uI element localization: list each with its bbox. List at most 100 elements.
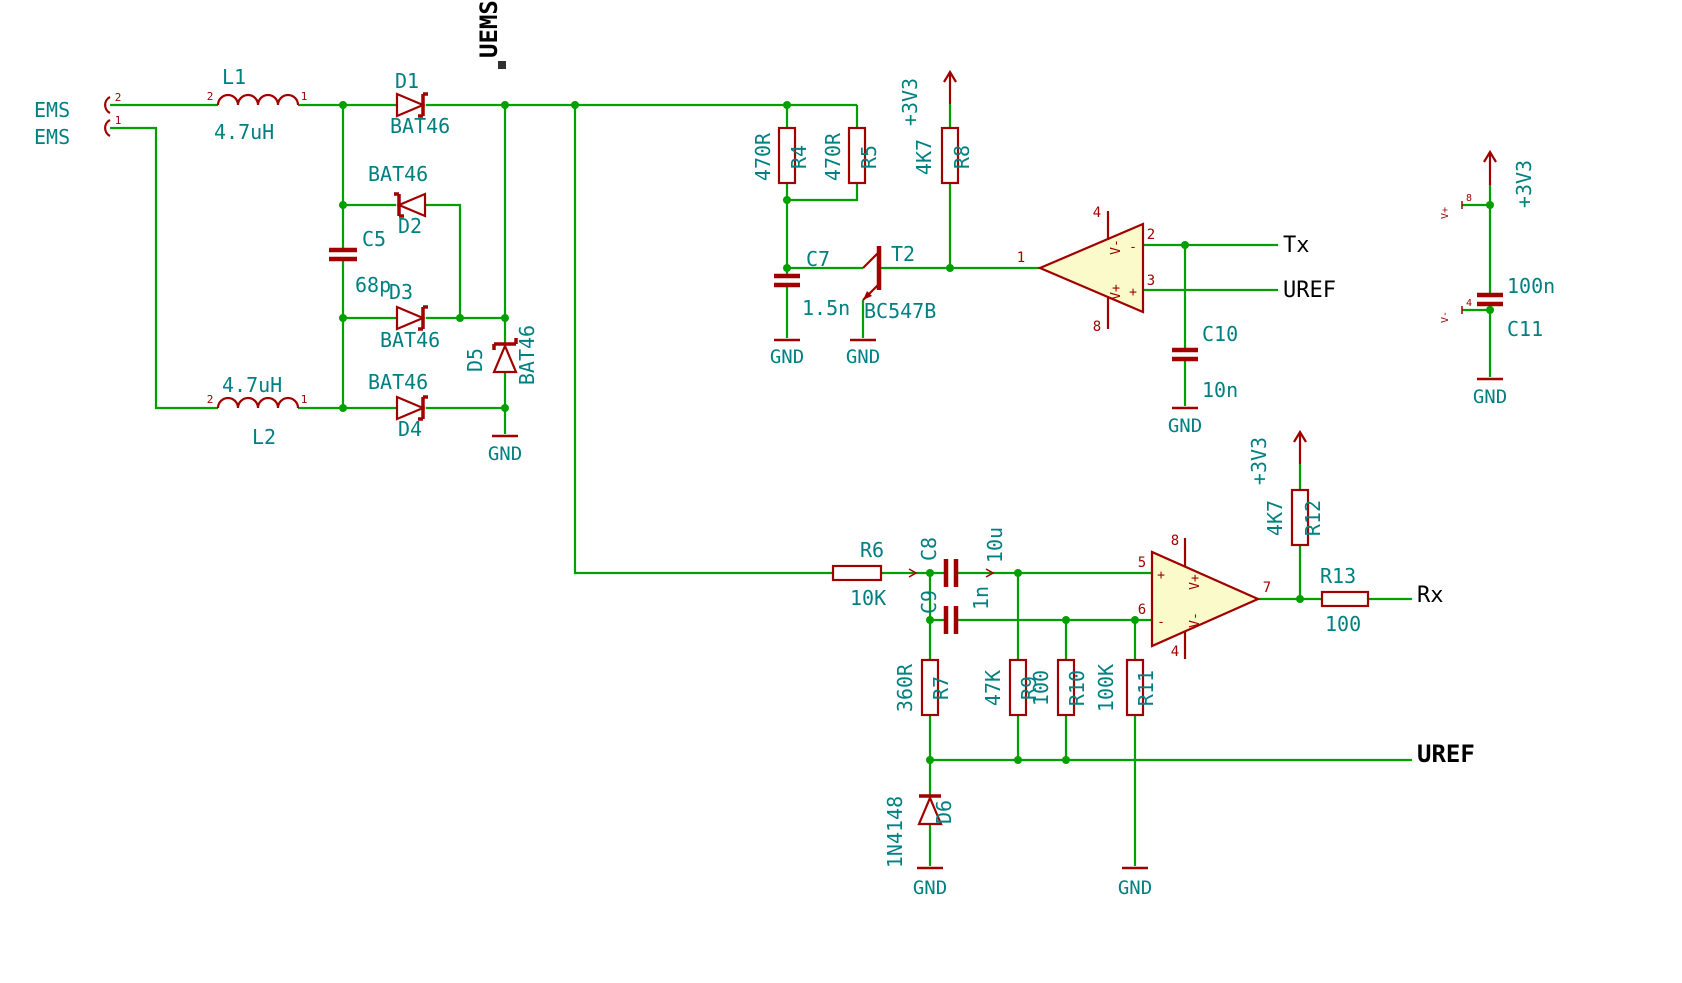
junction-dot	[1486, 201, 1494, 209]
r8-name-label: R8	[950, 145, 974, 169]
r12-name-label: R12	[1301, 500, 1325, 536]
c10-value-label: 10n	[1202, 378, 1238, 402]
d5-value-label: BAT46	[515, 325, 539, 385]
r9-name-label: R9	[1017, 676, 1041, 700]
r6-name-label: R6	[860, 538, 884, 562]
junction-dot	[1062, 616, 1070, 624]
opamp-b-vplus-label: V+	[1188, 574, 1203, 590]
pin-mark-icon	[908, 568, 918, 578]
opamp-a-pin-number: 4	[1093, 205, 1101, 221]
connector-pin-icon	[104, 119, 111, 137]
symbols	[104, 61, 1503, 870]
resistor-r6-symbol	[831, 564, 883, 582]
supply-3v3-label: +3V3	[1512, 160, 1536, 208]
junction-dot	[783, 101, 791, 109]
junction-dot	[339, 404, 347, 412]
transistor-t2-emitter-arrow	[863, 291, 872, 300]
d1-value-label: BAT46	[390, 114, 450, 138]
junction-dot	[1014, 756, 1022, 764]
diode-d4-cathode-bar	[418, 395, 428, 421]
junction-dot	[339, 101, 347, 109]
opamp-a-vminus-label: V-	[1109, 239, 1124, 255]
l1-name-label: L1	[222, 65, 246, 89]
junction-dots	[339, 101, 1494, 764]
wire-net-top	[110, 103, 859, 575]
junction-dot	[501, 101, 509, 109]
diode-d3-symbol	[395, 305, 426, 331]
opamp-b-vminus-label: V-	[1188, 612, 1203, 628]
junction-dot	[1181, 241, 1189, 249]
opamp-a-symbol	[1037, 222, 1145, 314]
c11-value-label: 100n	[1507, 274, 1555, 298]
ic-power-vminus-label: V-	[1440, 311, 1451, 323]
uems-label-marker	[498, 61, 506, 69]
d3-value-label: BAT46	[380, 328, 440, 352]
opamp-b-noninv-mark: +	[1157, 568, 1165, 583]
opamp-b-inv-mark: -	[1157, 615, 1165, 630]
r11-value-label: 100K	[1094, 664, 1118, 712]
d2-value-label: BAT46	[368, 162, 428, 186]
r10-value-label: 100	[1029, 670, 1053, 706]
l1-pin-number: 2	[207, 90, 214, 103]
l2-name-label: L2	[252, 425, 276, 449]
net-label-rx: Rx	[1417, 583, 1444, 608]
connector-label: EMS	[34, 98, 70, 122]
opamp-b-pin-number: 5	[1138, 555, 1146, 571]
d6-value-label: 1N4148	[883, 796, 907, 868]
opamp-a-pin-number: 8	[1093, 319, 1101, 335]
junction-dot	[339, 314, 347, 322]
resistor-r4-symbol	[777, 126, 797, 185]
opamp-a-pin-number: 1	[1017, 250, 1025, 266]
r8-value-label: 4K7	[912, 139, 936, 175]
l1-value-label: 4.7uH	[214, 120, 274, 144]
supply-3v3-arrow-icon	[1483, 149, 1497, 185]
c8-value-label: 10u	[983, 527, 1007, 563]
gnd-label: GND	[1168, 415, 1202, 437]
wire-opamp-a-io	[1143, 243, 1278, 406]
diode-d5-symbol	[492, 343, 518, 374]
gnd-label: GND	[1473, 386, 1507, 408]
transistor-t2-collector	[862, 251, 880, 269]
r13-value-label: 100	[1325, 612, 1361, 636]
gnd-label: GND	[1118, 877, 1152, 899]
capacitor-c8-symbol	[943, 559, 959, 587]
junction-dot	[926, 616, 934, 624]
d4-name-label: D4	[398, 417, 422, 441]
resistor-r10-symbol	[1056, 658, 1076, 717]
r6-value-label: 10K	[850, 586, 886, 610]
d3-name-label: D3	[389, 280, 413, 304]
diode-d6-symbol	[917, 795, 943, 826]
c5-value-label: 68p	[355, 273, 391, 297]
diode-d1-cathode-bar	[418, 92, 428, 118]
junction-dot	[571, 101, 579, 109]
ic-power-pin-number: 4	[1466, 298, 1472, 309]
capacitor-c7-symbol	[774, 273, 800, 288]
resistor-r12-symbol	[1290, 488, 1310, 547]
c10-name-label: C10	[1202, 322, 1238, 346]
r13-name-label: R13	[1320, 564, 1356, 588]
wire-diode-bridge	[341, 105, 507, 434]
connector-pin-number: 1	[115, 114, 122, 127]
d4-value-label: BAT46	[368, 370, 428, 394]
supply-3v3-arrow-icon	[943, 69, 957, 104]
r4-value-label: 470R	[751, 132, 775, 181]
c8-name-label: C8	[917, 537, 941, 561]
gnd-label: GND	[770, 346, 804, 368]
junction-dot	[1062, 756, 1070, 764]
wire-opamp-b-out	[1258, 464, 1412, 601]
resistor-r9-symbol	[1008, 658, 1028, 717]
c11-name-label: C11	[1507, 317, 1543, 341]
r9-value-label: 47K	[981, 670, 1005, 706]
wire-supply-decoupling	[1462, 185, 1492, 377]
diode-d1-symbol	[395, 92, 426, 118]
opamp-b-symbol	[1150, 550, 1261, 648]
resistor-r13-symbol	[1320, 590, 1370, 608]
net-label-uref-bottom: UREF	[1417, 740, 1475, 768]
diode-d2-symbol	[396, 192, 427, 218]
pin-mark-icon	[985, 568, 995, 578]
wire-receiver-stage	[881, 571, 1412, 866]
connector-pin-number: 2	[115, 91, 122, 104]
junction-dot	[1296, 595, 1304, 603]
opamp-b-pin-number: 4	[1171, 644, 1179, 660]
opamp-a-vplus-label: V+	[1109, 284, 1124, 300]
